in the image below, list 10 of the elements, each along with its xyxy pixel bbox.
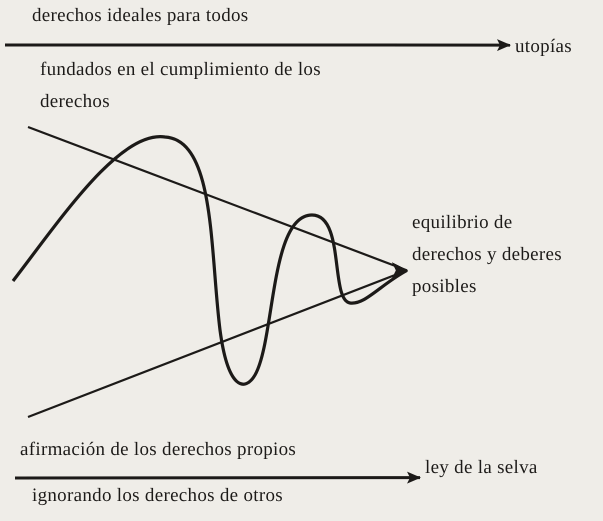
arrow-caption: ignorando los derechos de otros [32, 484, 284, 508]
arrow [15, 472, 421, 484]
outcome-text: ley de la selva [425, 452, 595, 484]
arrow-caption: afirmación de los derechos propios [20, 438, 298, 462]
wavy-arrow [12, 135, 408, 386]
outcome-text: utopías [515, 31, 600, 63]
outcome-text: equilibrio de derechos y deberes posibles [412, 207, 572, 303]
arrow-caption: derechos ideales para todos [32, 4, 250, 28]
arrow-caption: fundados en el cumplimiento de los derechos [40, 58, 322, 114]
arrow [5, 39, 511, 52]
